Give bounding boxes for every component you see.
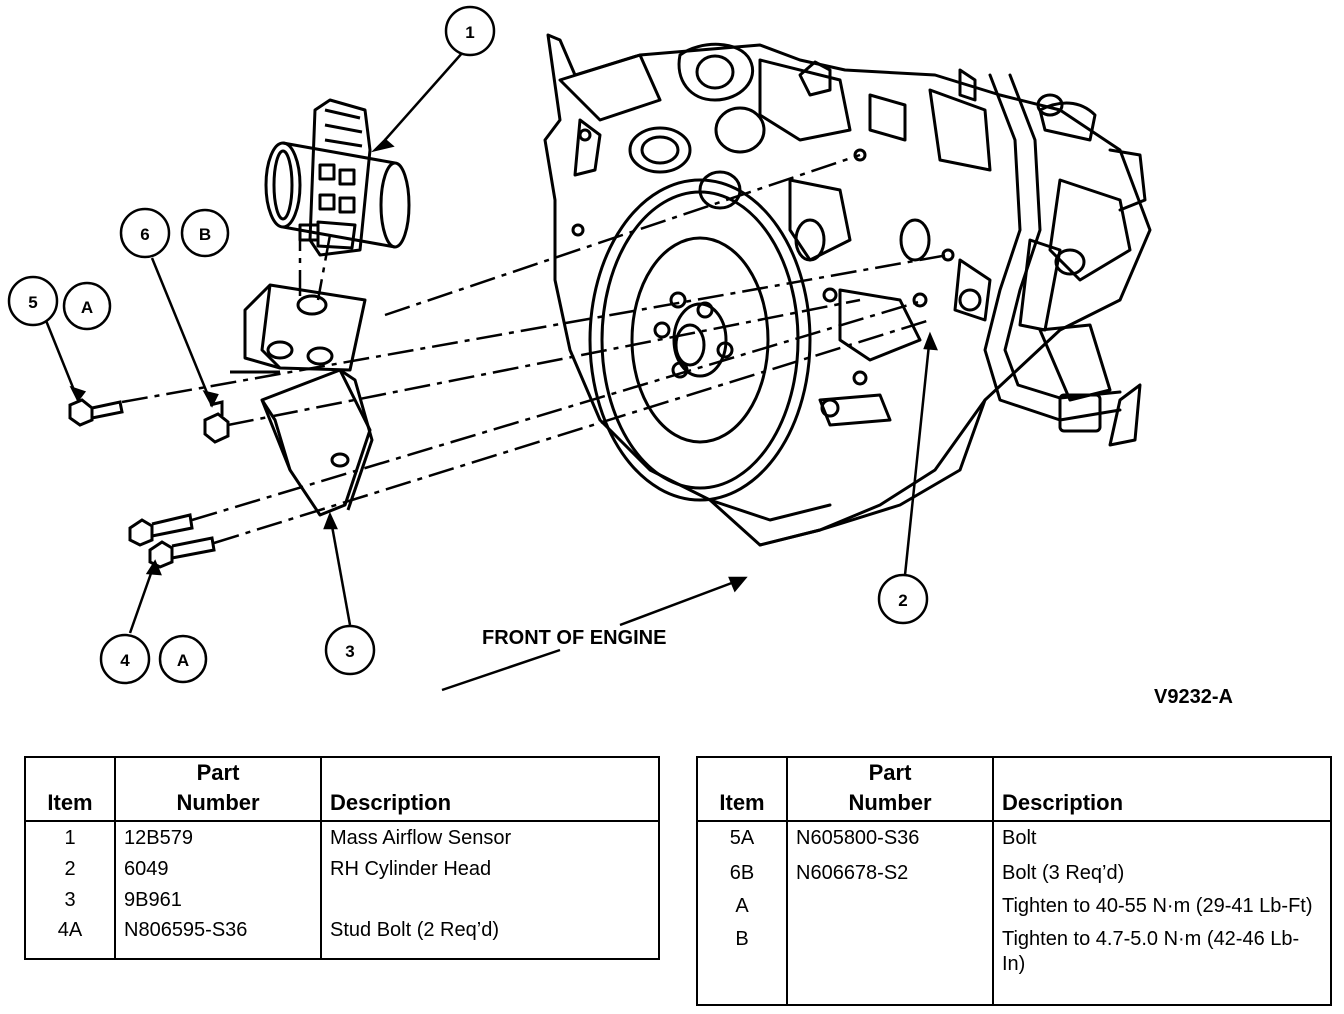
- table-row: 6B N606678-S2 Bolt (3 Req’d): [696, 860, 1332, 894]
- description-cell: Bolt: [992, 821, 1332, 861]
- stud-bolt-4-illustration: [128, 513, 216, 569]
- bracket-illustration: [230, 283, 374, 517]
- table-header-row: Item Part Number Description: [24, 757, 660, 822]
- table-row: B Tighten to 4.7-5.0 N·m (42-46 Lb-In): [696, 926, 1332, 1005]
- item-cell: 1: [24, 821, 116, 858]
- svg-text:B: B: [199, 225, 211, 244]
- column-header-item: Item: [24, 757, 116, 822]
- part-number-cell: [786, 926, 994, 1005]
- table-row: 2 6049 RH Cylinder Head: [24, 857, 660, 888]
- table-row: 1 12B579 Mass Airflow Sensor: [24, 821, 660, 858]
- bolt-6-illustration: [203, 400, 230, 444]
- table-header-row: Item Part Number Description: [696, 757, 1332, 822]
- part-number-cell: N806595-S36: [114, 917, 322, 959]
- item-cell: 6B: [696, 860, 788, 894]
- item-cell: 5A: [696, 821, 788, 861]
- part-header-line1: Part: [196, 760, 240, 785]
- engine-block-illustration: [543, 33, 1152, 547]
- alignment-lines: [121, 153, 949, 545]
- table-row: A Tighten to 40-55 N·m (29-41 Lb-Ft): [696, 893, 1332, 927]
- part-number-cell: [786, 893, 994, 927]
- column-header-description: Description: [320, 757, 660, 822]
- description-cell: Tighten to 40-55 N·m (29-41 Lb-Ft): [992, 893, 1332, 927]
- svg-text:3: 3: [345, 642, 354, 661]
- svg-text:2: 2: [898, 591, 907, 610]
- part-number-cell: N605800-S36: [786, 821, 994, 861]
- callout-2: 2: [877, 573, 929, 625]
- item-cell: 3: [24, 887, 116, 918]
- part-number-cell: 12B579: [114, 821, 322, 858]
- part-number-cell: 6049: [114, 857, 322, 888]
- part-number-cell: 9B961: [114, 887, 322, 918]
- part-header-line2: Number: [176, 790, 260, 815]
- column-header-description: Description: [992, 757, 1332, 822]
- leader-lines: [43, 51, 938, 692]
- exploded-view-diagram: 1 2 3 4 5 6 B A A FRONT OF ENGINE V9232-…: [7, 5, 1233, 708]
- callout-letter-a-top: A: [62, 281, 112, 331]
- callout-letter-b: B: [180, 208, 230, 258]
- callout-4: 4: [99, 633, 151, 685]
- table-row: 3 9B961: [24, 887, 660, 918]
- mass-airflow-sensor-illustration: [264, 98, 411, 257]
- description-cell: RH Cylinder Head: [320, 857, 660, 888]
- callout-3: 3: [324, 624, 376, 676]
- svg-text:6: 6: [140, 225, 149, 244]
- description-cell: Tighten to 4.7-5.0 N·m (42-46 Lb-In): [992, 926, 1332, 1005]
- bolt-5-illustration: [68, 398, 124, 427]
- callout-6: 6: [119, 207, 171, 259]
- description-cell: Bolt (3 Req’d): [992, 860, 1332, 894]
- callout-5: 5: [7, 275, 59, 327]
- item-cell: A: [696, 893, 788, 927]
- part-header-line2: Number: [848, 790, 932, 815]
- front-of-engine-label: FRONT OF ENGINE: [482, 627, 666, 649]
- description-cell: Mass Airflow Sensor: [320, 821, 660, 858]
- parts-table-left: Item Part Number Description 1 12B579 Ma…: [24, 756, 660, 960]
- item-cell: 2: [24, 857, 116, 888]
- svg-text:4: 4: [120, 651, 130, 670]
- column-header-part-number: Part Number: [786, 757, 994, 822]
- column-header-item: Item: [696, 757, 788, 822]
- parts-table-right: Item Part Number Description 5A N605800-…: [696, 756, 1332, 1006]
- figure-id-label: V9232-A: [1154, 686, 1233, 708]
- svg-text:1: 1: [465, 23, 474, 42]
- callout-letter-a-bottom: A: [158, 634, 208, 684]
- svg-text:5: 5: [28, 293, 37, 312]
- part-header-line1: Part: [868, 760, 912, 785]
- table-row: 5A N605800-S36 Bolt: [696, 821, 1332, 861]
- description-cell: [320, 887, 660, 918]
- part-number-cell: N606678-S2: [786, 860, 994, 894]
- column-header-part-number: Part Number: [114, 757, 322, 822]
- description-cell: Stud Bolt (2 Req’d): [320, 917, 660, 959]
- svg-text:A: A: [81, 298, 93, 317]
- item-cell: 4A: [24, 917, 116, 959]
- table-row: 4A N806595-S36 Stud Bolt (2 Req’d): [24, 917, 660, 959]
- item-cell: B: [696, 926, 788, 1005]
- svg-text:A: A: [177, 651, 189, 670]
- callout-1: 1: [444, 5, 496, 57]
